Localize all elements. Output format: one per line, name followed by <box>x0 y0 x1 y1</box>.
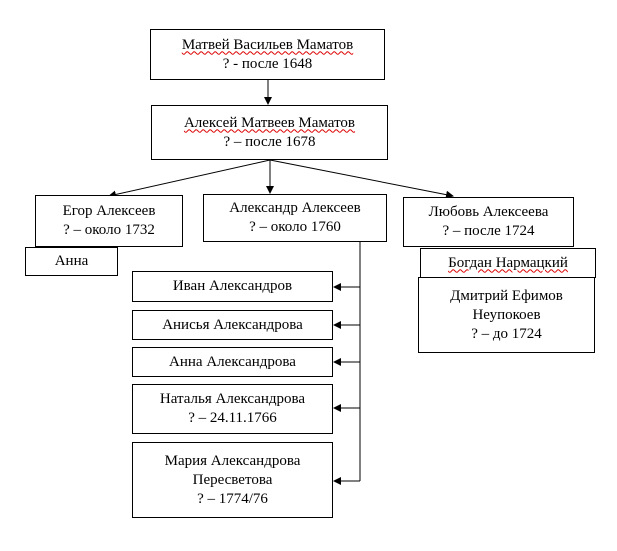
person-anna-egor: Анна <box>25 247 118 276</box>
person-name: Анисья Александрова <box>162 316 303 333</box>
person-dates: ? – 1774/76 <box>197 490 268 507</box>
person-name-line2: Пересветова <box>192 471 273 488</box>
person-dates: ? – около 1732 <box>63 222 155 238</box>
person-lyubov: Любовь Алексеева ? – после 1724 <box>403 197 574 247</box>
person-name: Егор Алексеев <box>62 203 156 219</box>
person-anisya: Анисья Александрова <box>132 310 333 340</box>
person-aleksey: Алексей Матвеев Маматов ? – после 1678 <box>151 105 388 160</box>
person-dates: ? – после 1724 <box>442 223 535 239</box>
person-bogdan: Богдан Нармацкий <box>420 248 596 278</box>
person-dates: ? – около 1760 <box>249 219 341 235</box>
person-name: Наталья Александрова <box>159 391 306 407</box>
person-name: Анна Александрова <box>169 353 296 370</box>
person-name: Александр Алексеев <box>229 200 361 216</box>
person-aleksandr: Александр Алексеев ? – около 1760 <box>203 194 387 242</box>
person-name-line1: Дмитрий Ефимов <box>450 287 563 304</box>
person-natalya: Наталья Александрова ? – 24.11.1766 <box>132 384 333 434</box>
person-mariya: Мария Александрова Пересветова ? – 1774/… <box>132 442 333 518</box>
person-matvey: Матвей Васильев Маматов ? - после 1648 <box>150 29 385 80</box>
person-name: Матвей Васильев Маматов <box>181 36 354 53</box>
person-name-line1: Мария Александрова <box>164 452 301 469</box>
person-ivan: Иван Александров <box>132 271 333 302</box>
person-name: Анна <box>54 253 89 269</box>
edge-aleksey-lyubov <box>269 159 454 199</box>
person-dmitriy: Дмитрий Ефимов Неупокоев ? – до 1724 <box>418 277 595 353</box>
person-dates: ? – 24.11.1766 <box>188 410 277 426</box>
person-name: Любовь Алексеева <box>428 204 549 220</box>
person-anna-al: Анна Александрова <box>132 347 333 377</box>
person-dates: ? – после 1678 <box>223 133 316 150</box>
person-name: Иван Александров <box>172 278 293 294</box>
person-dates: ? – до 1724 <box>471 325 542 342</box>
edge-aleksey-egor <box>108 159 271 199</box>
person-dates: ? - после 1648 <box>222 55 313 72</box>
person-egor: Егор Алексеев ? – около 1732 <box>35 195 183 247</box>
person-name: Алексей Матвеев Маматов <box>183 114 356 131</box>
person-name: Богдан Нармацкий <box>448 254 568 271</box>
person-name-line2: Неупокоев <box>472 306 541 323</box>
